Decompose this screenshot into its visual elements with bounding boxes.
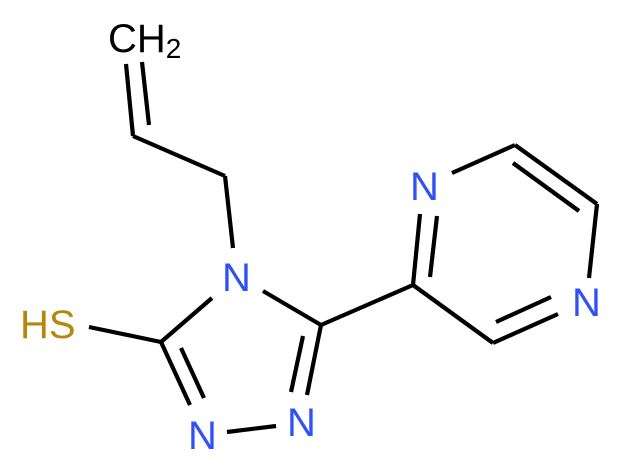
bond-pz-c6-c5-outer	[513, 143, 599, 206]
allyl-single-bond-2	[222, 175, 236, 249]
bond-pz-n4-c3-inner	[495, 295, 552, 324]
triazole-n1-label: N	[287, 401, 316, 445]
atom-labels: CH2 HS N N N N N	[20, 17, 601, 458]
bond-pz-c2-n1-outer	[410, 213, 423, 286]
vinyl-double-bond-inner	[139, 61, 152, 126]
bond-c5-n1-inner	[288, 335, 306, 393]
triazole-n4-label: N	[222, 256, 251, 300]
bond-c3-n2-outer	[159, 341, 192, 406]
ch2-label: CH2	[108, 17, 181, 64]
bond-c3-n2-inner	[179, 347, 206, 399]
triazole-n2-label: N	[188, 414, 217, 458]
bond-pz-c3-c2	[411, 283, 495, 345]
allyl-group	[123, 61, 236, 249]
pyrazine-n1-label: N	[410, 165, 439, 209]
bond-c3-s	[88, 324, 162, 345]
pyrazine-n4-label: N	[572, 281, 601, 325]
bond-n4-c5	[261, 289, 323, 327]
bond-c5-n1-outer	[304, 324, 324, 396]
bond-n2-n1	[226, 423, 277, 435]
bond-pz-c5-n4	[586, 203, 600, 279]
bond-pz-n1-c6	[451, 143, 516, 175]
bond-n4-c3	[159, 296, 214, 344]
bond-pz-n4-c3-outer	[492, 312, 559, 345]
bond-pz-c2-n1-inner	[427, 215, 440, 278]
bond-pz-c6-c5-inner	[511, 161, 581, 213]
pyrazine-ring	[410, 143, 600, 345]
vinyl-double-bond-outer	[123, 63, 136, 137]
triazole-ring	[88, 283, 414, 435]
allyl-single-bond-1	[132, 134, 226, 178]
bond-c5-pyrazine	[320, 283, 414, 327]
thiol-label: HS	[20, 303, 76, 347]
